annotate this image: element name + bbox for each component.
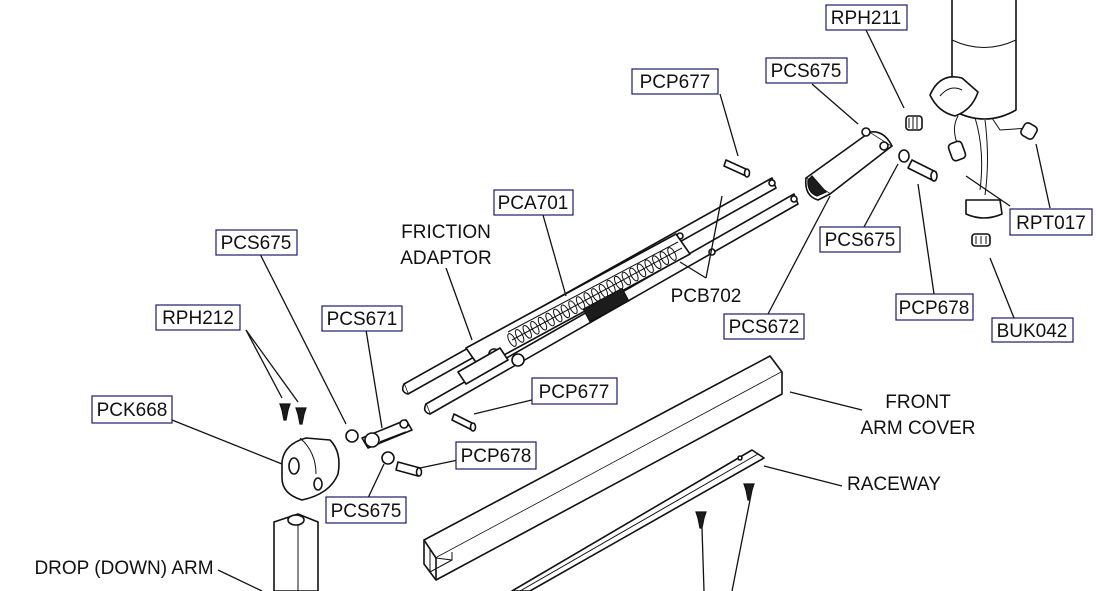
spring-coil <box>522 324 532 339</box>
pcs671-bracket <box>361 419 413 449</box>
svg-text:BUK042: BUK042 <box>997 321 1068 342</box>
rph211-nut <box>905 115 923 131</box>
spring-coil <box>636 263 647 278</box>
svg-text:PCP678: PCP678 <box>899 298 970 319</box>
svg-text:PCA701: PCA701 <box>498 193 569 214</box>
label-pck668: PCK668 <box>91 395 173 424</box>
pcp677-pin-top <box>723 159 751 178</box>
svg-text:PCP677: PCP677 <box>539 382 610 403</box>
label-pcs675-left: PCS675 <box>215 229 298 256</box>
spring-coil <box>514 329 525 343</box>
label-pcs675-right: PCS675 <box>819 226 901 253</box>
spring-coil <box>552 308 563 323</box>
spring-coil <box>545 312 555 327</box>
spring-coil <box>629 267 639 282</box>
svg-text:PCS675: PCS675 <box>825 230 896 251</box>
label-front-arm-cover-line1: FRONT <box>885 392 951 413</box>
spring-coil <box>568 300 578 315</box>
rpt017-connectors <box>947 122 1038 162</box>
label-raceway: RACEWAY <box>847 474 941 495</box>
spring-coil <box>507 333 517 347</box>
pcp678-pin-left <box>395 461 423 477</box>
svg-text:PCS675: PCS675 <box>331 501 402 522</box>
pcp678-pin-right <box>907 159 938 182</box>
pcs675-washer-bottom <box>381 451 395 465</box>
svg-text:PCP678: PCP678 <box>461 446 532 467</box>
svg-text:PCS671: PCS671 <box>327 309 398 330</box>
leader-lines <box>171 29 1051 591</box>
label-pcb702: PCB702 <box>671 286 742 307</box>
label-pcp677-mid: PCP677 <box>531 377 618 405</box>
spring-coil <box>659 251 670 265</box>
switch-assembly <box>965 199 1003 247</box>
pcs675-washer-left <box>345 429 359 443</box>
label-rph211: RPH211 <box>825 4 908 31</box>
svg-text:RPH211: RPH211 <box>831 8 901 29</box>
label-pcs671: PCS671 <box>321 305 403 332</box>
svg-text:PCS672: PCS672 <box>729 317 800 338</box>
label-pcs672: PCS672 <box>723 313 805 340</box>
motor-housing <box>929 0 1031 196</box>
svg-text:PCP677: PCP677 <box>640 72 711 93</box>
label-pcs675-top: PCS675 <box>765 57 848 84</box>
svg-text:RPH212: RPH212 <box>162 308 234 329</box>
spring-coil <box>530 320 540 335</box>
label-buk042: BUK042 <box>991 317 1074 343</box>
label-rph212: RPH212 <box>155 304 241 331</box>
spring-coil <box>644 259 654 274</box>
label-friction-adaptor-line1: FRICTION <box>401 222 491 243</box>
label-pcp677-top: PCP677 <box>631 68 719 95</box>
label-friction-adaptor-line2: ADAPTOR <box>400 248 492 269</box>
svg-text:RPT017: RPT017 <box>1016 213 1086 234</box>
drop-down-arm <box>273 513 319 591</box>
label-rpt017: RPT017 <box>1009 208 1093 236</box>
spring-coil <box>667 247 677 261</box>
raceway <box>511 449 765 591</box>
pcs672-collar <box>804 127 893 201</box>
pck668-end-cap <box>281 437 340 501</box>
svg-text:PCS675: PCS675 <box>221 233 292 254</box>
spring-coil <box>652 255 662 270</box>
rph212-screws <box>279 403 307 425</box>
svg-text:PCK668: PCK668 <box>97 400 168 421</box>
label-pcp678-right: PCP678 <box>895 293 974 321</box>
spring-coil <box>560 304 571 319</box>
label-pca701: PCA701 <box>493 189 574 216</box>
pcp677-pin-mid <box>451 413 477 432</box>
pca701-spring <box>457 233 691 385</box>
pcs675-washer-right <box>898 149 910 163</box>
svg-text:PCS675: PCS675 <box>771 61 842 82</box>
spring-coil <box>621 271 632 286</box>
raceway-screws <box>695 483 755 529</box>
label-pcs675-bottom: PCS675 <box>325 496 407 524</box>
label-drop-down-arm: DROP (DOWN) ARM <box>34 558 213 579</box>
label-front-arm-cover-line2: ARM COVER <box>860 418 975 439</box>
front-arm-cover <box>423 355 783 581</box>
spring-coil <box>537 316 548 331</box>
label-pcp678-left: PCP678 <box>455 441 537 470</box>
